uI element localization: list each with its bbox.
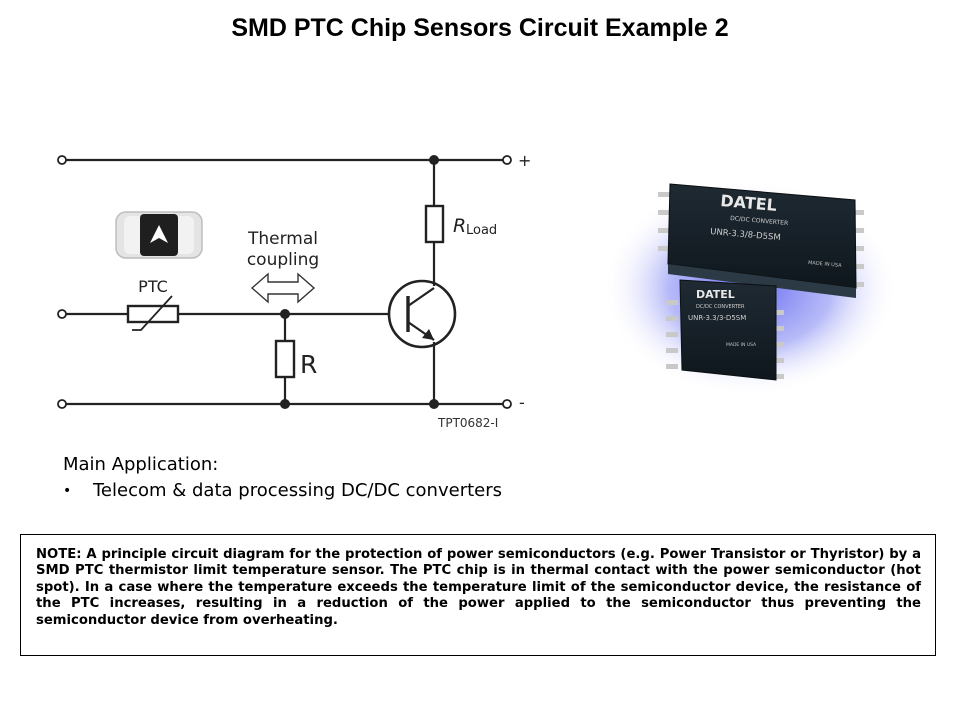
junction-top [429,155,439,165]
resistor-symbol [274,339,296,379]
small-converter-module: DATEL DC/DC CONVERTER UNR-3.3/3-D5SM MAD… [666,279,784,381]
application-heading: Main Application: [63,454,219,475]
terminal-bottom-left [57,399,67,409]
small-brand-label: DATEL [696,288,735,301]
resistor-label: R [300,350,317,379]
junction-mid [280,309,290,319]
main-application: Main Application: • Telecom & data proce… [63,452,502,504]
rload-subscript: Load [466,223,497,238]
ptc-label: PTC [138,277,168,296]
figure-code: TPT0682-I [437,416,498,430]
note-text: NOTE: A principle circuit diagram for th… [36,547,921,628]
application-item: • Telecom & data processing DC/DC conver… [63,478,502,504]
thermal-coupling-arrow [250,272,316,304]
junction-bottom-emitter [429,399,439,409]
ptc-thermistor-symbol [126,295,180,331]
junction-bottom-r [280,399,290,409]
application-item-text: Telecom & data processing DC/DC converte… [93,480,502,501]
note-box: NOTE: A principle circuit diagram for th… [20,534,936,656]
thermal-label-line1: Thermal [247,229,318,249]
large-module-origin: MADE IN USA [808,260,842,269]
terminal-minus [502,399,512,409]
large-brand-label: DATEL [720,191,778,215]
small-module-line1: DC/DC CONVERTER [696,304,745,310]
product-photo: DATEL DC/DC CONVERTER UNR-3.3/8-D5SM MAD… [602,180,898,396]
thermal-label-line2: coupling [247,250,319,270]
rload-resistor-symbol [424,204,445,244]
minus-label: - [519,393,525,412]
slide-title: SMD PTC Chip Sensors Circuit Example 2 [231,14,729,42]
small-module-origin: MADE IN USA [726,342,757,348]
circuit-diagram: PTC Thermal coupling R Load R + - TPT068… [57,151,531,430]
terminal-mid-left [57,309,67,319]
terminal-plus [502,155,512,165]
small-module-model: UNR-3.3/3-D5SM [688,314,746,322]
terminal-top-left [57,155,67,165]
rload-label: R [453,215,466,237]
bullet-icon: • [63,483,72,499]
large-converter-module: DATEL DC/DC CONVERTER UNR-3.3/8-D5SM MAD… [658,183,864,298]
plus-label: + [518,151,531,170]
transistor-symbol [387,279,457,349]
ptc-chip-image [115,211,203,259]
